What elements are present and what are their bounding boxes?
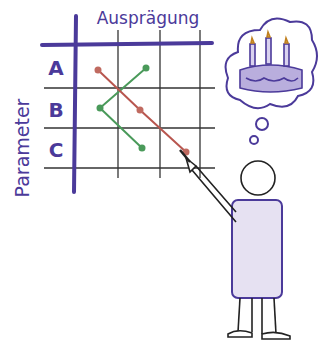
grid-lines [44, 30, 215, 178]
green-path [97, 65, 150, 152]
parameter-letter: B [48, 100, 63, 120]
cake [240, 32, 302, 92]
grid-axes [42, 16, 212, 192]
parameter-letter: A [48, 58, 63, 78]
parameter-letter: C [49, 140, 64, 160]
row-heading: Parameter [13, 99, 32, 198]
red-path [95, 67, 190, 156]
person [180, 150, 290, 339]
column-heading: Ausprägung [97, 10, 200, 27]
thought-bubble [226, 18, 317, 144]
